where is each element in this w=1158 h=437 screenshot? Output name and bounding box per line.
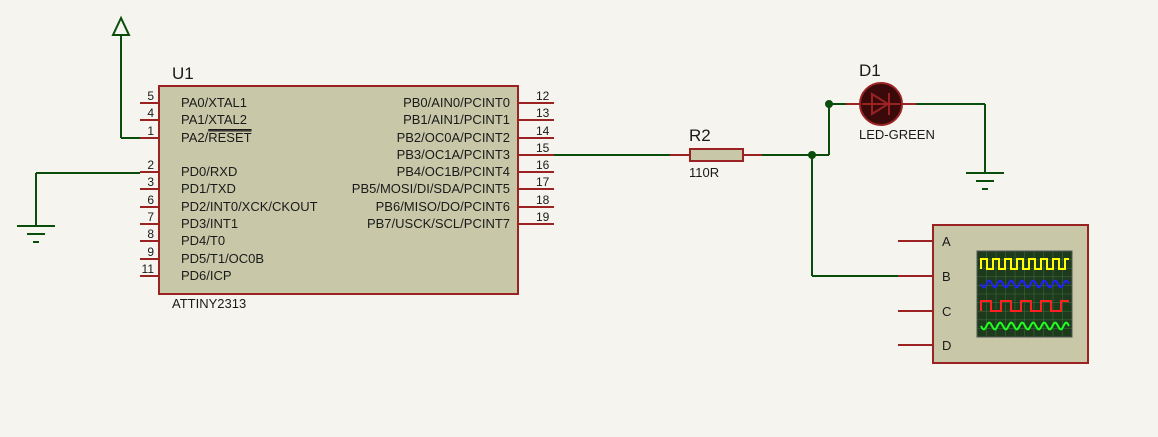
u1-pin-right-15[interactable]: 15 PB3/OC1A/PCINT3	[397, 141, 554, 162]
u1-pin-left-6[interactable]: 6 PD2/INT0/XCK/CKOUT	[140, 193, 318, 214]
r2-value-label: 110R	[689, 165, 719, 180]
pin-label: PB0/AIN0/PCINT0	[403, 95, 510, 110]
pin-number: 16	[536, 158, 550, 172]
oscilloscope-channel-c[interactable]: C	[898, 304, 951, 319]
pin-label: PB3/OC1A/PCINT3	[397, 147, 510, 162]
d1-ref-label: D1	[859, 61, 881, 80]
trace-d-icon	[980, 321, 1070, 331]
pin-label: PB7/USCK/SCL/PCINT7	[367, 216, 510, 231]
pin-number: 2	[147, 158, 154, 172]
pin-number: 14	[536, 124, 550, 138]
u1-pin-left-5[interactable]: 5 PA0/XTAL1	[140, 89, 247, 110]
u1-microcontroller[interactable]: U1 ATTINY2313 5 PA0/XTAL1 4 PA1/XTAL2 1 PA2/R…	[140, 64, 554, 311]
diode-icon	[862, 92, 900, 116]
u1-pin-left-2[interactable]: 2 PD0/RXD	[140, 158, 237, 179]
trace-b-icon	[980, 279, 1070, 289]
pin-label: PD0/RXD	[181, 164, 237, 179]
pin-number: 17	[536, 175, 550, 189]
oscilloscope-traces-icon	[980, 258, 1070, 331]
r2-resistor[interactable]: R2 110R	[670, 126, 762, 180]
trace-c-icon	[980, 300, 1069, 312]
u1-pin-left-1[interactable]: 1 PA2/RESET	[140, 124, 252, 145]
pin-label: PA2/RESET	[181, 130, 252, 145]
pin-number: 13	[536, 106, 550, 120]
u1-pin-left-8[interactable]: 8 PD4/T0	[140, 227, 225, 248]
oscilloscope-channel-d[interactable]: D	[898, 338, 951, 353]
pin-label: PB6/MISO/DO/PCINT6	[376, 199, 510, 214]
pin-number: 18	[536, 193, 550, 207]
pin-number: 8	[147, 227, 154, 241]
u1-pin-left-9[interactable]: 9 PD5/T1/OC0B	[140, 245, 264, 266]
pin-label: PD5/T1/OC0B	[181, 251, 264, 266]
u1-pin-right-13[interactable]: 13 PB1/AIN1/PCINT1	[403, 106, 554, 127]
channel-label: D	[942, 338, 951, 353]
pin-number: 3	[147, 175, 154, 189]
u1-pin-right-17[interactable]: 17 PB5/MOSI/DI/SDA/PCINT5	[352, 175, 554, 196]
pin-number: 1	[147, 124, 154, 138]
channel-label: B	[942, 269, 951, 284]
u1-pin-left-4[interactable]: 4 PA1/XTAL2	[140, 106, 247, 127]
oscilloscope-channel-b[interactable]: B	[898, 269, 951, 284]
pin-number: 7	[147, 210, 154, 224]
pin-label: PA0/XTAL1	[181, 95, 247, 110]
r2-body	[689, 148, 744, 162]
pin-label: PB4/OC1B/PCINT4	[397, 164, 510, 179]
pin-label-overbar: RESET	[208, 130, 251, 145]
pin-number: 4	[147, 106, 154, 120]
trace-a-icon	[980, 258, 1069, 270]
pin-label: PD3/INT1	[181, 216, 238, 231]
pin-number: 11	[142, 262, 155, 276]
pin-label: PD2/INT0/XCK/CKOUT	[181, 199, 318, 214]
u1-pin-left-3[interactable]: 3 PD1/TXD	[140, 175, 236, 196]
ground-left-icon	[17, 225, 55, 243]
power-terminal[interactable]	[111, 15, 140, 139]
pin-label: PD4/T0	[181, 233, 225, 248]
ground-right-icon	[966, 172, 1004, 190]
u1-pin-left-11[interactable]: 11 PD6/ICP	[140, 262, 232, 283]
oscilloscope[interactable]: A B C D	[898, 224, 1089, 364]
pin-number: 6	[147, 193, 154, 207]
pin-number: 19	[536, 210, 550, 224]
pin-label: PB5/MOSI/DI/SDA/PCINT5	[352, 181, 510, 196]
u1-pin-right-14[interactable]: 14 PB2/OC0A/PCINT2	[397, 124, 554, 145]
u1-part-label: ATTINY2313	[172, 296, 246, 311]
r2-ref-label: R2	[689, 126, 711, 145]
channel-label: C	[942, 304, 951, 319]
u1-ref-label: U1	[172, 64, 194, 83]
pin-number: 15	[536, 141, 550, 155]
u1-pin-right-12[interactable]: 12 PB0/AIN0/PCINT0	[403, 89, 554, 110]
pin-number: 12	[536, 89, 550, 103]
pin-label: PB2/OC0A/PCINT2	[397, 130, 510, 145]
pin-label: PD6/ICP	[181, 268, 232, 283]
ground-right[interactable]	[916, 103, 1004, 190]
pin-label: PD1/TXD	[181, 181, 236, 196]
u1-pin-left-7[interactable]: 7 PD3/INT1	[140, 210, 238, 231]
power-arrow-icon	[111, 15, 131, 36]
u1-pin-right-19[interactable]: 19 PB7/USCK/SCL/PCINT7	[367, 210, 554, 231]
u1-pin-right-18[interactable]: 18 PB6/MISO/DO/PCINT6	[376, 193, 554, 214]
pin-label: PA1/XTAL2	[181, 112, 247, 127]
pin-number: 5	[147, 89, 154, 103]
oscilloscope-channel-a[interactable]: A	[898, 234, 951, 249]
d1-value-label: LED-GREEN	[859, 127, 935, 142]
ground-left[interactable]	[17, 172, 140, 243]
pin-label: PB1/AIN1/PCINT1	[403, 112, 510, 127]
pin-label-prefix: PA2/	[181, 130, 209, 145]
d1-led[interactable]: D1 LED-GREEN	[846, 61, 935, 142]
oscilloscope-pins: A B C D	[898, 234, 951, 353]
u1-pin-right-16[interactable]: 16 PB4/OC1B/PCINT4	[397, 158, 554, 179]
channel-label: A	[942, 234, 951, 249]
pin-number: 9	[147, 245, 154, 259]
u1-right-pins: 12 PB0/AIN0/PCINT0 13 PB1/AIN1/PCINT1 14 PB2/…	[352, 89, 554, 231]
